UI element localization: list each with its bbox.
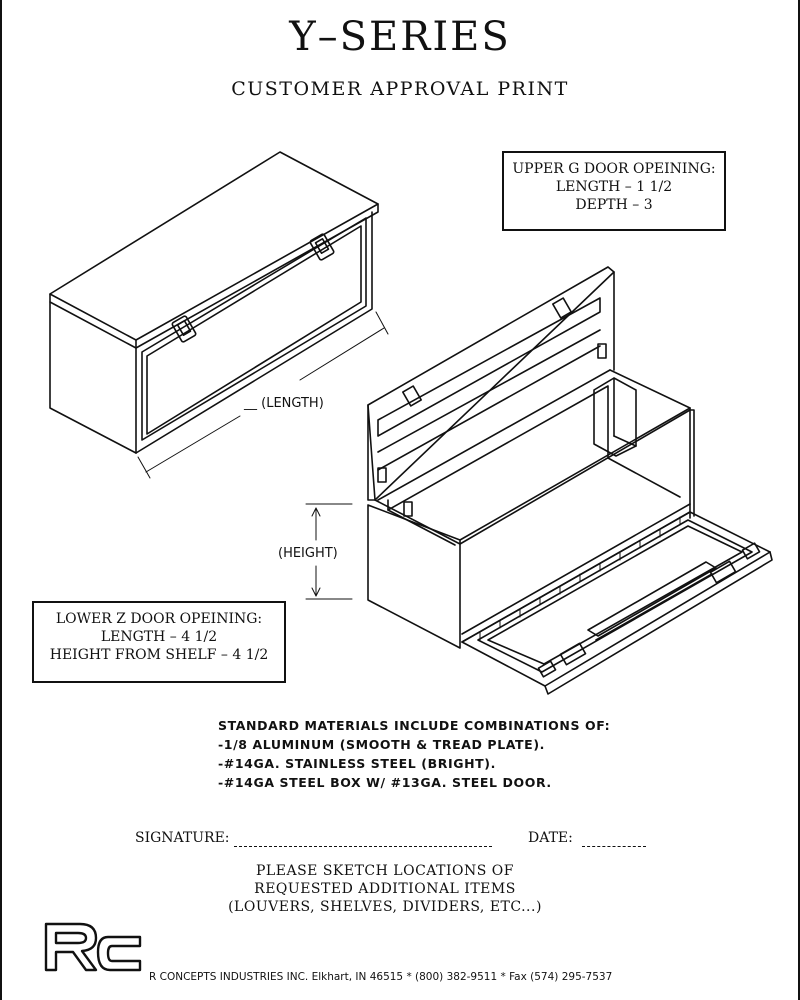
- lower-note-line: HEIGHT FROM SHELF – 4 1/2: [49, 647, 269, 663]
- materials-item: -1/8 ALUMINUM (SMOOTH & TREAD PLATE).: [218, 737, 545, 752]
- date-line[interactable]: [582, 846, 646, 847]
- date-label: DATE:: [528, 830, 573, 846]
- upper-door-opening-note: UPPER G DOOR OPEINING: LENGTH – 1 1/2 DE…: [502, 151, 726, 231]
- materials-item: -#14GA STEEL BOX W/ #13GA. STEEL DOOR.: [218, 775, 552, 790]
- page-subtitle: CUSTOMER APPROVAL PRINT: [231, 78, 569, 100]
- height-dimension-label: (HEIGHT): [278, 546, 338, 561]
- page-border-left: [0, 0, 2, 1000]
- materials-heading: STANDARD MATERIALS INCLUDE COMBINATIONS …: [218, 718, 611, 733]
- signature-line[interactable]: [234, 846, 492, 847]
- upper-note-line: UPPER G DOOR OPEINING:: [512, 161, 716, 177]
- upper-note-line: DEPTH – 3: [575, 197, 653, 213]
- length-dimension-label: __ (LENGTH): [244, 396, 324, 411]
- page-title: Y–SERIES: [289, 14, 511, 60]
- closed-toolbox-drawing: [49, 151, 389, 479]
- materials-item: -#14GA. STAINLESS STEEL (BRIGHT).: [218, 756, 496, 771]
- lower-door-opening-note: LOWER Z DOOR OPEINING: LENGTH – 4 1/2 HE…: [32, 601, 286, 683]
- open-toolbox-drawing: [305, 266, 773, 695]
- page-border-right: [798, 0, 800, 1000]
- sketch-note-line: (LOUVERS, SHELVES, DIVIDERS, ETC...): [228, 899, 542, 915]
- company-footer: R CONCEPTS INDUSTRIES INC. Elkhart, IN 4…: [149, 971, 613, 983]
- rc-logo: [44, 922, 142, 972]
- lower-note-line: LENGTH – 4 1/2: [100, 629, 218, 645]
- lower-note-line: LOWER Z DOOR OPEINING:: [55, 611, 263, 627]
- sketch-note: PLEASE SKETCH LOCATIONS OF REQUESTED ADD…: [0, 862, 770, 916]
- upper-note-line: LENGTH – 1 1/2: [555, 179, 673, 195]
- signature-label: SIGNATURE:: [135, 830, 230, 846]
- sketch-note-line: PLEASE SKETCH LOCATIONS OF: [256, 863, 514, 879]
- sketch-note-line: REQUESTED ADDITIONAL ITEMS: [254, 881, 516, 897]
- standard-materials: STANDARD MATERIALS INCLUDE COMBINATIONS …: [218, 716, 610, 792]
